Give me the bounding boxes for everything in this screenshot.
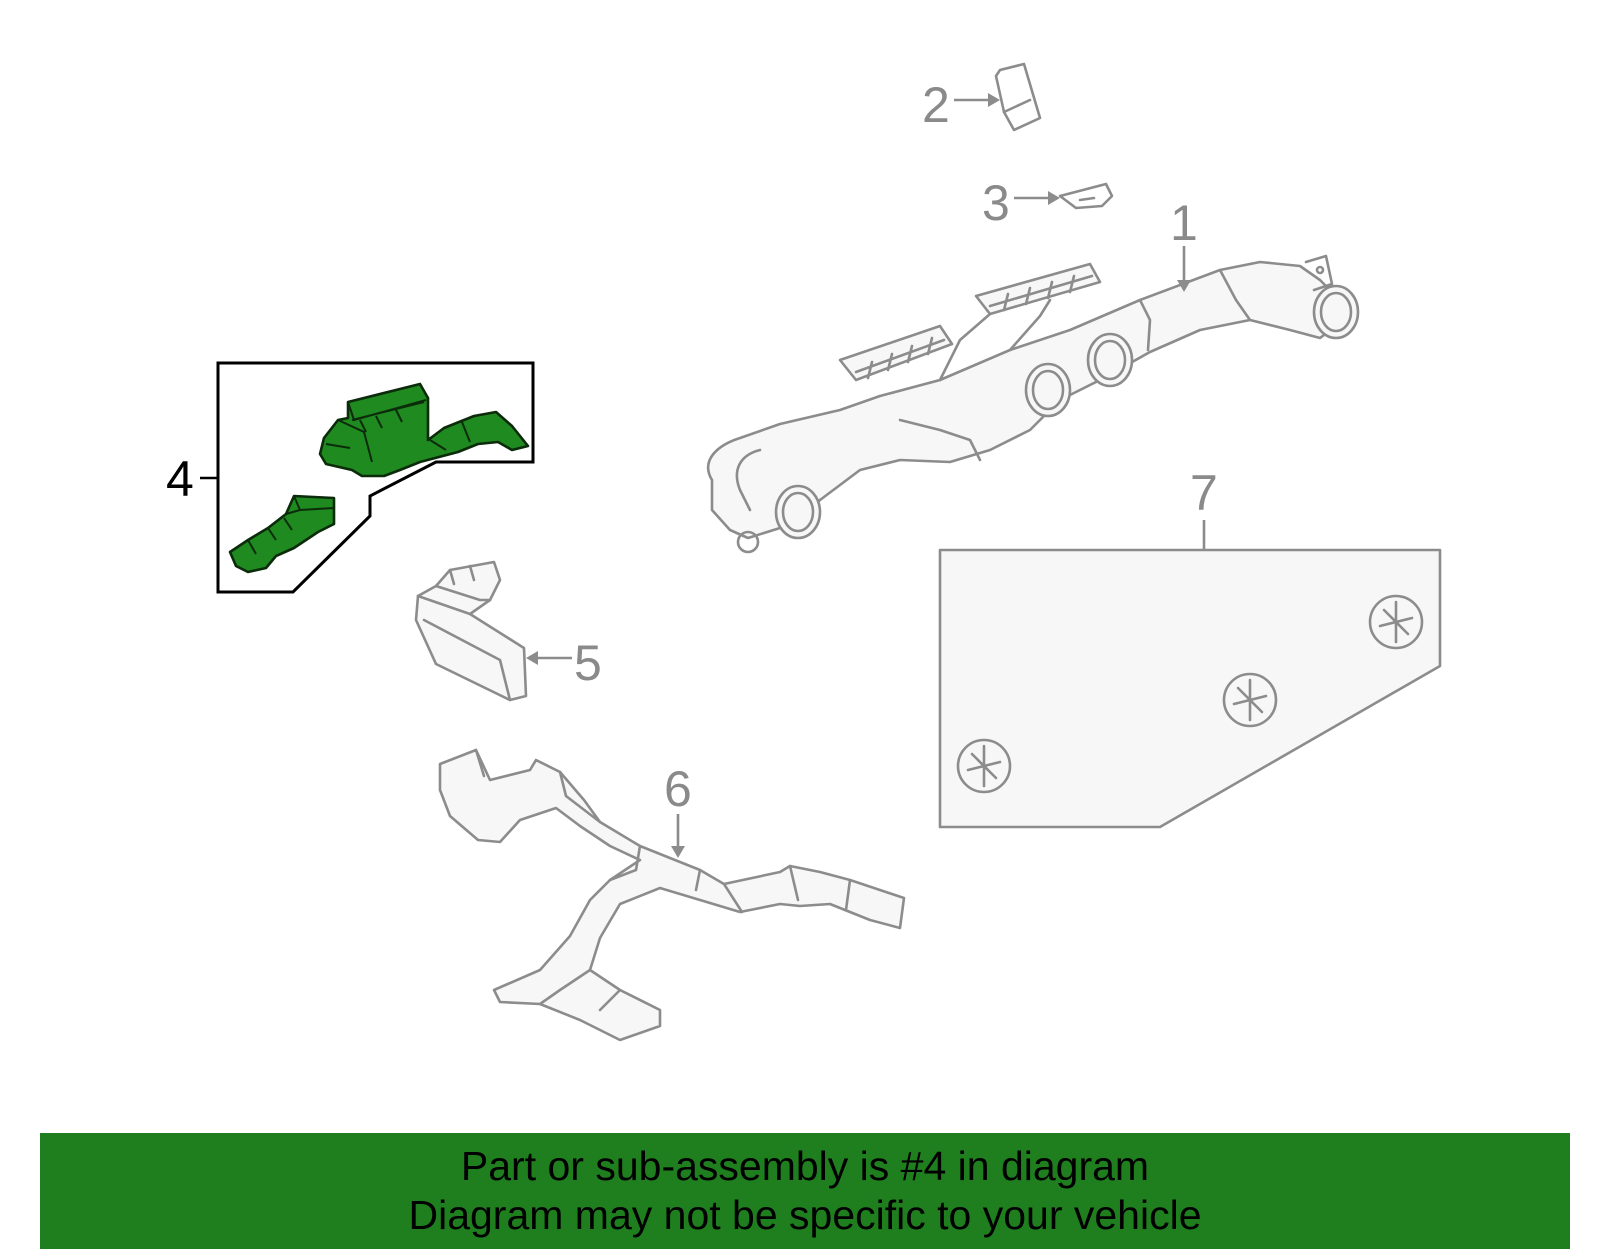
callout-5[interactable]: 5: [574, 635, 602, 691]
banner-line-part: Part or sub-assembly is #4 in diagram: [460, 1143, 1150, 1189]
parts-diagram: 2 3 1: [166, 62, 1442, 1042]
leader-5: [526, 651, 572, 665]
part-4-duct-lower[interactable]: [228, 494, 336, 574]
part-4-duct-upper[interactable]: [318, 382, 530, 478]
callout-6[interactable]: 6: [664, 761, 692, 817]
leader-2: [954, 93, 1000, 107]
callout-4[interactable]: 4: [166, 451, 194, 507]
part-7-panel[interactable]: [938, 548, 1442, 829]
outlet-7b: [1222, 672, 1278, 728]
banner-line-disclaimer: Diagram may not be specific to your vehi…: [408, 1192, 1202, 1238]
callout-2[interactable]: 2: [922, 77, 950, 133]
leader-1: [1177, 246, 1191, 292]
callout-7[interactable]: 7: [1190, 465, 1218, 521]
part-2-bracket[interactable]: [994, 62, 1042, 132]
part-4-box: [216, 361, 535, 594]
outlet-7a: [1368, 594, 1424, 650]
info-banner: Part or sub-assembly is #4 in diagram Di…: [40, 1133, 1570, 1249]
callout-1[interactable]: 1: [1170, 195, 1198, 251]
part-5-side-duct[interactable]: [414, 560, 528, 702]
part-6-floor-duct[interactable]: [438, 748, 906, 1042]
outlet-7c: [956, 738, 1012, 794]
callout-3[interactable]: 3: [982, 175, 1010, 231]
leader-3: [1014, 191, 1060, 205]
leader-6: [671, 814, 685, 858]
part-3-clip[interactable]: [1058, 182, 1114, 210]
part-1-main-duct[interactable]: [706, 254, 1360, 554]
